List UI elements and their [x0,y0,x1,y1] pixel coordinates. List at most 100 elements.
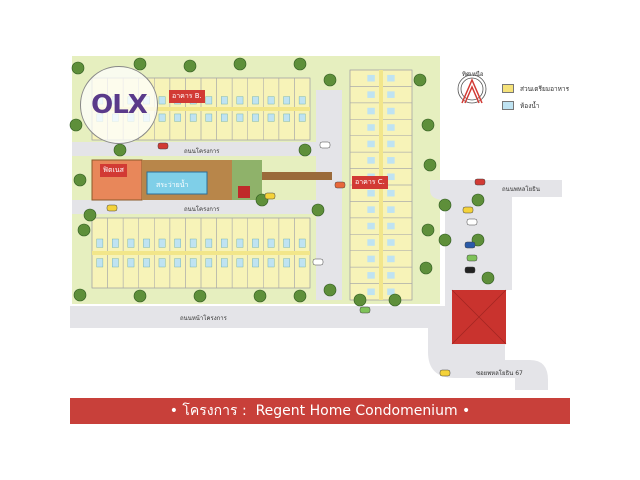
front-road [70,306,450,328]
bathroom [205,113,213,122]
bathroom [158,258,166,268]
project-road-label-2: ถนนโครงการ [184,206,220,213]
bathroom [387,272,395,279]
bathroom [127,238,135,248]
olx-logo-text: OLX [91,90,148,120]
tree-icon [193,289,207,303]
bathroom [236,96,244,105]
bathroom [189,113,197,122]
bullet: • [169,403,178,419]
bathroom [221,96,228,105]
fitness-label: ฟิตเนส [100,164,127,177]
car-icon [106,204,118,212]
bathroom [387,140,395,148]
bathroom [236,113,244,122]
tree-icon [71,61,85,75]
bathroom [298,96,306,105]
tree-icon [73,173,87,187]
tree-icon [438,198,452,212]
bathroom [143,238,150,248]
building-b-label: อาคาร B. [169,90,205,103]
bathroom [189,258,197,268]
bathroom [205,238,213,248]
title-prefix: โครงการ : [182,403,247,419]
tree-icon [423,158,437,172]
phahon-road-label: ถนนพหลโยธิน [502,186,540,193]
tree-icon [471,193,485,207]
bathroom [112,258,119,268]
bathroom [387,189,395,197]
bathroom [174,258,181,268]
tree-icon [421,118,435,132]
bathroom [367,239,375,246]
car-icon [359,306,371,314]
bathroom [367,157,375,164]
bathroom [298,113,306,122]
tree-icon [419,261,433,275]
bathroom [221,238,228,248]
bathroom [367,107,375,115]
road-vertical [316,90,342,300]
jacuzzi [238,186,250,198]
legend-swatch-kitchen [502,84,514,93]
bathroom [189,238,197,248]
corridor [92,107,310,111]
bathroom [387,288,395,296]
bathroom [174,113,181,122]
bathroom [387,157,395,164]
bathroom [143,258,150,268]
tree-icon [77,223,91,237]
project-road-upper [72,142,340,156]
tree-icon [353,293,367,307]
north-compass-icon [457,74,487,104]
tree-icon [293,289,307,303]
car-icon [464,241,476,249]
bathroom [252,113,259,122]
bathroom [236,238,244,248]
bathroom [387,206,395,213]
project-road-lower [72,200,340,214]
bathroom [387,239,395,246]
tree-icon [73,288,87,302]
bathroom [367,222,375,230]
bathroom [367,124,375,131]
bathroom [127,258,135,268]
tree-icon [481,271,495,285]
bathroom [252,96,259,105]
car-icon [466,254,478,262]
bathroom [283,113,290,122]
pool-label: สระว่ายน้ำ [156,181,189,189]
compass-label: ทิศเหนือ [462,71,484,78]
bathroom [174,238,181,248]
legend-label-bathroom: ห้องน้ำ [520,102,540,110]
bathroom [367,74,375,82]
bathroom [205,96,213,105]
tree-icon [253,289,267,303]
bathroom [158,96,166,105]
tree-icon [133,57,147,71]
tree-icon [183,59,197,73]
building-lower [91,217,311,289]
project-title-banner: • โครงการ : Regent Home Condomenium • [70,398,570,424]
bathroom [387,124,395,131]
tree-icon [293,57,307,71]
bathroom [387,91,395,98]
tree-icon [311,203,325,217]
tree-icon [233,57,247,71]
bathroom [387,74,395,82]
bathroom [267,258,275,268]
bathroom [158,238,166,248]
bathroom [252,258,259,268]
bathroom [387,255,395,263]
bathroom [236,258,244,268]
bathroom [112,238,119,248]
building-c-label: อาคาร C. [352,176,388,189]
tree-icon [83,208,97,222]
bullet: • [462,403,471,419]
bathroom [252,238,259,248]
bathroom [96,258,104,268]
bathroom [298,258,306,268]
tree-icon [323,283,337,297]
legend-swatch-bathroom [502,101,514,110]
soi-label: ซอยพหลโยธิน 67 [476,370,523,377]
